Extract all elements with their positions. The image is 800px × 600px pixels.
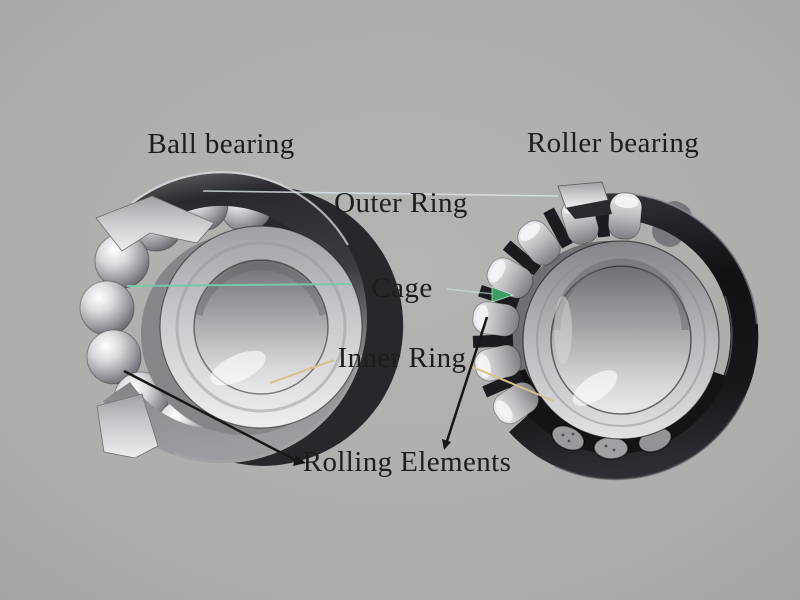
outer-ring-cut-face-bottom bbox=[96, 393, 159, 459]
cage-arrow bbox=[491, 286, 515, 303]
outer-ring-lower-sheen bbox=[554, 395, 746, 481]
outer-ring-rim-highlight bbox=[131, 171, 349, 246]
rolling-elements-label: Rolling Elements bbox=[302, 446, 512, 478]
roller-bearing-title: Roller bearing bbox=[526, 127, 700, 159]
outer-ring-label: Outer Ring bbox=[334, 187, 468, 219]
inner-ring-groove bbox=[536, 253, 706, 427]
outer-ring-cut-face-top bbox=[95, 195, 215, 252]
inner-ring-label: Inner Ring bbox=[337, 342, 467, 374]
inner-ring-groove bbox=[175, 241, 347, 413]
window-rollers bbox=[551, 424, 673, 460]
inner-ring-outer-edge bbox=[159, 225, 363, 429]
outer-ring-leader-line bbox=[202, 190, 559, 197]
outer-ring-lower-sheen bbox=[172, 354, 363, 464]
inner-ring-leader-line-left bbox=[269, 359, 335, 384]
bore-highlight bbox=[210, 350, 266, 386]
ball-bearing-title: Ball bearing bbox=[147, 128, 295, 160]
roller-bearing-bore bbox=[550, 265, 692, 415]
cage-label: Cage bbox=[371, 272, 433, 304]
rolling-elements-arrow-left bbox=[293, 455, 306, 466]
bore-left-sheen bbox=[554, 296, 572, 364]
inner-ring-outer-edge bbox=[522, 240, 720, 440]
cage-leader-line-right bbox=[446, 288, 495, 295]
ball-bearing-illustration bbox=[79, 171, 404, 466]
rolling-elements-leader-line-left bbox=[123, 369, 298, 463]
cage-leader-line-left bbox=[126, 283, 353, 287]
rolling-elements-arrow-right bbox=[442, 439, 451, 450]
outer-ring-cut-shadow bbox=[566, 200, 612, 219]
outer-ring-rim-highlight bbox=[619, 192, 758, 325]
bore-top-shadow bbox=[195, 263, 327, 316]
roller-bearing-outer-ring bbox=[509, 193, 759, 480]
inner-ring-leader-line-right bbox=[469, 365, 555, 402]
bore-highlight bbox=[572, 370, 618, 406]
rolling-elements-leader-line-right bbox=[445, 316, 489, 442]
ball-bearing-cage bbox=[217, 186, 404, 466]
roller-bearing-illustration bbox=[472, 181, 759, 481]
leader-lines bbox=[123, 190, 559, 466]
